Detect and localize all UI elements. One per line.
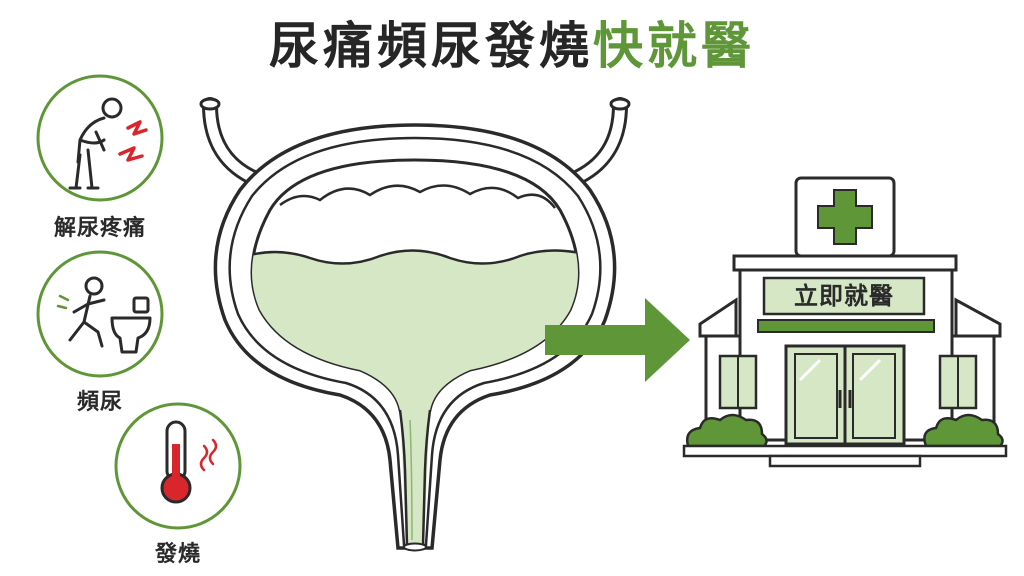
hospital-building	[682, 176, 1008, 468]
pain-bolt-icon	[118, 120, 148, 162]
urethra-flow	[400, 405, 430, 545]
hospital-sign-text: 立即就醫	[794, 282, 894, 310]
right-bush	[923, 413, 1004, 448]
green-cross-icon	[817, 189, 873, 245]
thermometer-icon	[160, 420, 218, 504]
left-bush	[686, 413, 768, 448]
bent-over-pain-icon	[68, 97, 123, 190]
running-to-toilet-icon	[56, 276, 152, 354]
symptom-label-frequency: 頻尿	[76, 390, 123, 415]
title-action: 快就醫	[593, 17, 755, 75]
hospital-name-board	[762, 276, 926, 316]
symptom-circle-frequency	[36, 250, 164, 378]
title-symptoms: 尿痛頻尿發燒	[269, 17, 593, 75]
symptom-label-fever: 發燒	[154, 542, 201, 567]
symptom-label-pain: 解尿疼痛	[53, 216, 146, 241]
arrow-to-hospital	[545, 298, 690, 382]
bladder-diagram	[199, 97, 631, 552]
page-title: 尿痛頻尿發燒快就醫	[0, 14, 1024, 78]
